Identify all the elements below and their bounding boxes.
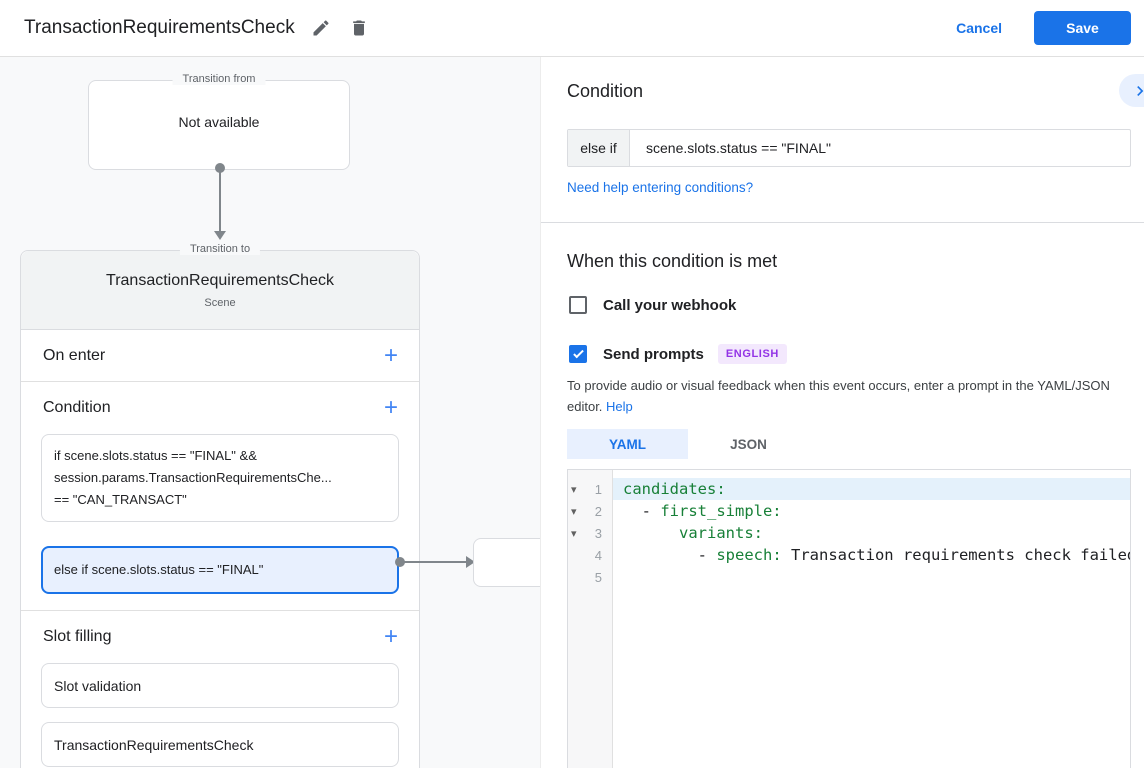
slot-validation-item[interactable]: Slot validation [41, 663, 399, 708]
gutter-row: ▾ 1 [568, 478, 612, 500]
collapse-panel-button[interactable] [1119, 74, 1144, 107]
edit-scene-button[interactable] [303, 10, 339, 46]
delete-scene-button[interactable] [341, 10, 377, 46]
header-actions: Cancel Save [940, 11, 1131, 45]
app-header: TransactionRequirementsCheck Cancel Save [0, 0, 1144, 57]
tab-json[interactable]: JSON [730, 436, 767, 452]
check-icon [573, 347, 584, 359]
code-token: first_simple: [660, 502, 782, 520]
code-area[interactable]: candidates: - first_simple: variants: - … [613, 470, 1130, 768]
scene-node-title: TransactionRequirementsCheck [106, 272, 334, 289]
trash-icon [352, 20, 365, 36]
transition-target-box[interactable] [473, 538, 540, 587]
gutter-row: 5 [568, 566, 612, 588]
prompt-description: To provide audio or visual feedback when… [567, 375, 1135, 417]
cancel-button[interactable]: Cancel [940, 12, 1018, 44]
language-badge: ENGLISH [717, 344, 787, 364]
add-condition-button[interactable]: + [375, 392, 407, 424]
prompt-help-link[interactable]: Help [606, 399, 633, 414]
slot-transaction-item[interactable]: TransactionRequirementsCheck [41, 722, 399, 767]
prompts-row: Send prompts ENGLISH [569, 344, 787, 364]
code-token [623, 524, 679, 542]
condition-item-selected[interactable]: else if scene.slots.status == "FINAL" [41, 546, 399, 594]
condition-section-header: Condition + [21, 382, 419, 434]
code-token: - [623, 502, 661, 520]
transition-line [404, 561, 466, 563]
scene-node-header[interactable]: TransactionRequirementsCheck Scene [21, 251, 419, 330]
gutter-row: 4 [568, 544, 612, 566]
fold-arrow-icon[interactable]: ▾ [571, 483, 577, 496]
scene-node-type: Scene [204, 297, 236, 309]
code-token: Transaction requirements check failed [781, 546, 1130, 564]
panel-divider [541, 222, 1144, 223]
code-line: variants: [613, 522, 1130, 544]
condition-prefix-label: else if [568, 130, 630, 166]
condition-detail-panel: Condition else if scene.slots.status == … [540, 57, 1144, 768]
add-on-enter-button[interactable]: + [375, 340, 407, 372]
condition-text-line: if scene.slots.status == "FINAL" && [54, 448, 257, 463]
condition-item[interactable]: if scene.slots.status == "FINAL" && sess… [41, 434, 399, 522]
tab-yaml[interactable]: YAML [567, 429, 688, 459]
on-enter-label: On enter [43, 346, 106, 364]
slot-filling-label: Slot filling [43, 628, 112, 645]
yaml-code-editor: ▾ 1 ▾ 2 ▾ 3 4 5 [567, 469, 1131, 768]
transition-from-box: Transition from Not available [88, 73, 350, 170]
code-token: speech: [716, 546, 782, 564]
line-number: 2 [594, 503, 602, 519]
connector-arrowhead-icon [214, 231, 226, 240]
scene-node-card: Transition to TransactionRequirementsChe… [20, 243, 420, 768]
line-number: 4 [594, 547, 602, 563]
connector-line [219, 168, 221, 231]
call-webhook-checkbox[interactable] [569, 296, 587, 314]
on-enter-section: On enter + [21, 330, 419, 382]
condition-label: Condition [43, 399, 111, 416]
condition-expression-group: else if scene.slots.status == "FINAL" [567, 129, 1131, 167]
pencil-icon [313, 20, 329, 36]
line-number: 3 [594, 525, 602, 541]
slot-filling-section-header: Slot filling + [21, 611, 419, 663]
when-condition-met-title: When this condition is met [567, 251, 778, 271]
code-line [613, 566, 1130, 588]
fold-arrow-icon[interactable]: ▾ [571, 505, 577, 518]
fold-arrow-icon[interactable]: ▾ [571, 527, 577, 540]
code-token: candidates: [623, 480, 726, 498]
prompt-description-text: To provide audio or visual feedback when… [567, 378, 1110, 414]
code-line: - first_simple: [613, 500, 1130, 522]
conditions-help-link[interactable]: Need help entering conditions? [567, 180, 754, 195]
code-line: - speech: Transaction requirements check… [613, 544, 1130, 566]
condition-expression-input[interactable]: scene.slots.status == "FINAL" [646, 140, 832, 156]
gutter-row: ▾ 2 [568, 500, 612, 522]
transition-to-legend: Transition to [179, 243, 261, 255]
save-button[interactable]: Save [1034, 11, 1131, 45]
webhook-row: Call your webhook [569, 296, 736, 314]
call-webhook-label[interactable]: Call your webhook [603, 296, 737, 314]
condition-section: Condition + if scene.slots.status == "FI… [21, 382, 419, 611]
send-prompts-checkbox[interactable] [569, 345, 587, 363]
page-title: TransactionRequirementsCheck [24, 17, 295, 38]
add-slot-button[interactable]: + [375, 621, 407, 653]
condition-text-line: session.params.TransactionRequirementsCh… [54, 470, 332, 485]
code-line: candidates: [613, 478, 1130, 500]
editor-tabs: YAML JSON [567, 429, 809, 459]
transition-from-message: Not available [178, 114, 260, 130]
panel-title: Condition [567, 81, 644, 101]
line-number: 5 [594, 569, 602, 585]
chevron-right-icon [1137, 85, 1144, 96]
condition-text-line: else if scene.slots.status == "FINAL" [54, 562, 264, 577]
editor-gutter: ▾ 1 ▾ 2 ▾ 3 4 5 [568, 470, 613, 768]
code-token: - [623, 546, 717, 564]
code-token: variants: [679, 524, 763, 542]
flow-canvas: Transition from Not available Transition… [0, 57, 540, 768]
condition-text-line: == "CAN_TRANSACT" [54, 492, 187, 507]
line-number: 1 [594, 481, 602, 497]
transition-from-legend: Transition from [172, 73, 266, 85]
transition-dot [395, 557, 405, 567]
transition-arrowhead-icon [466, 556, 475, 568]
send-prompts-label[interactable]: Send prompts [603, 345, 704, 363]
gutter-row: ▾ 3 [568, 522, 612, 544]
